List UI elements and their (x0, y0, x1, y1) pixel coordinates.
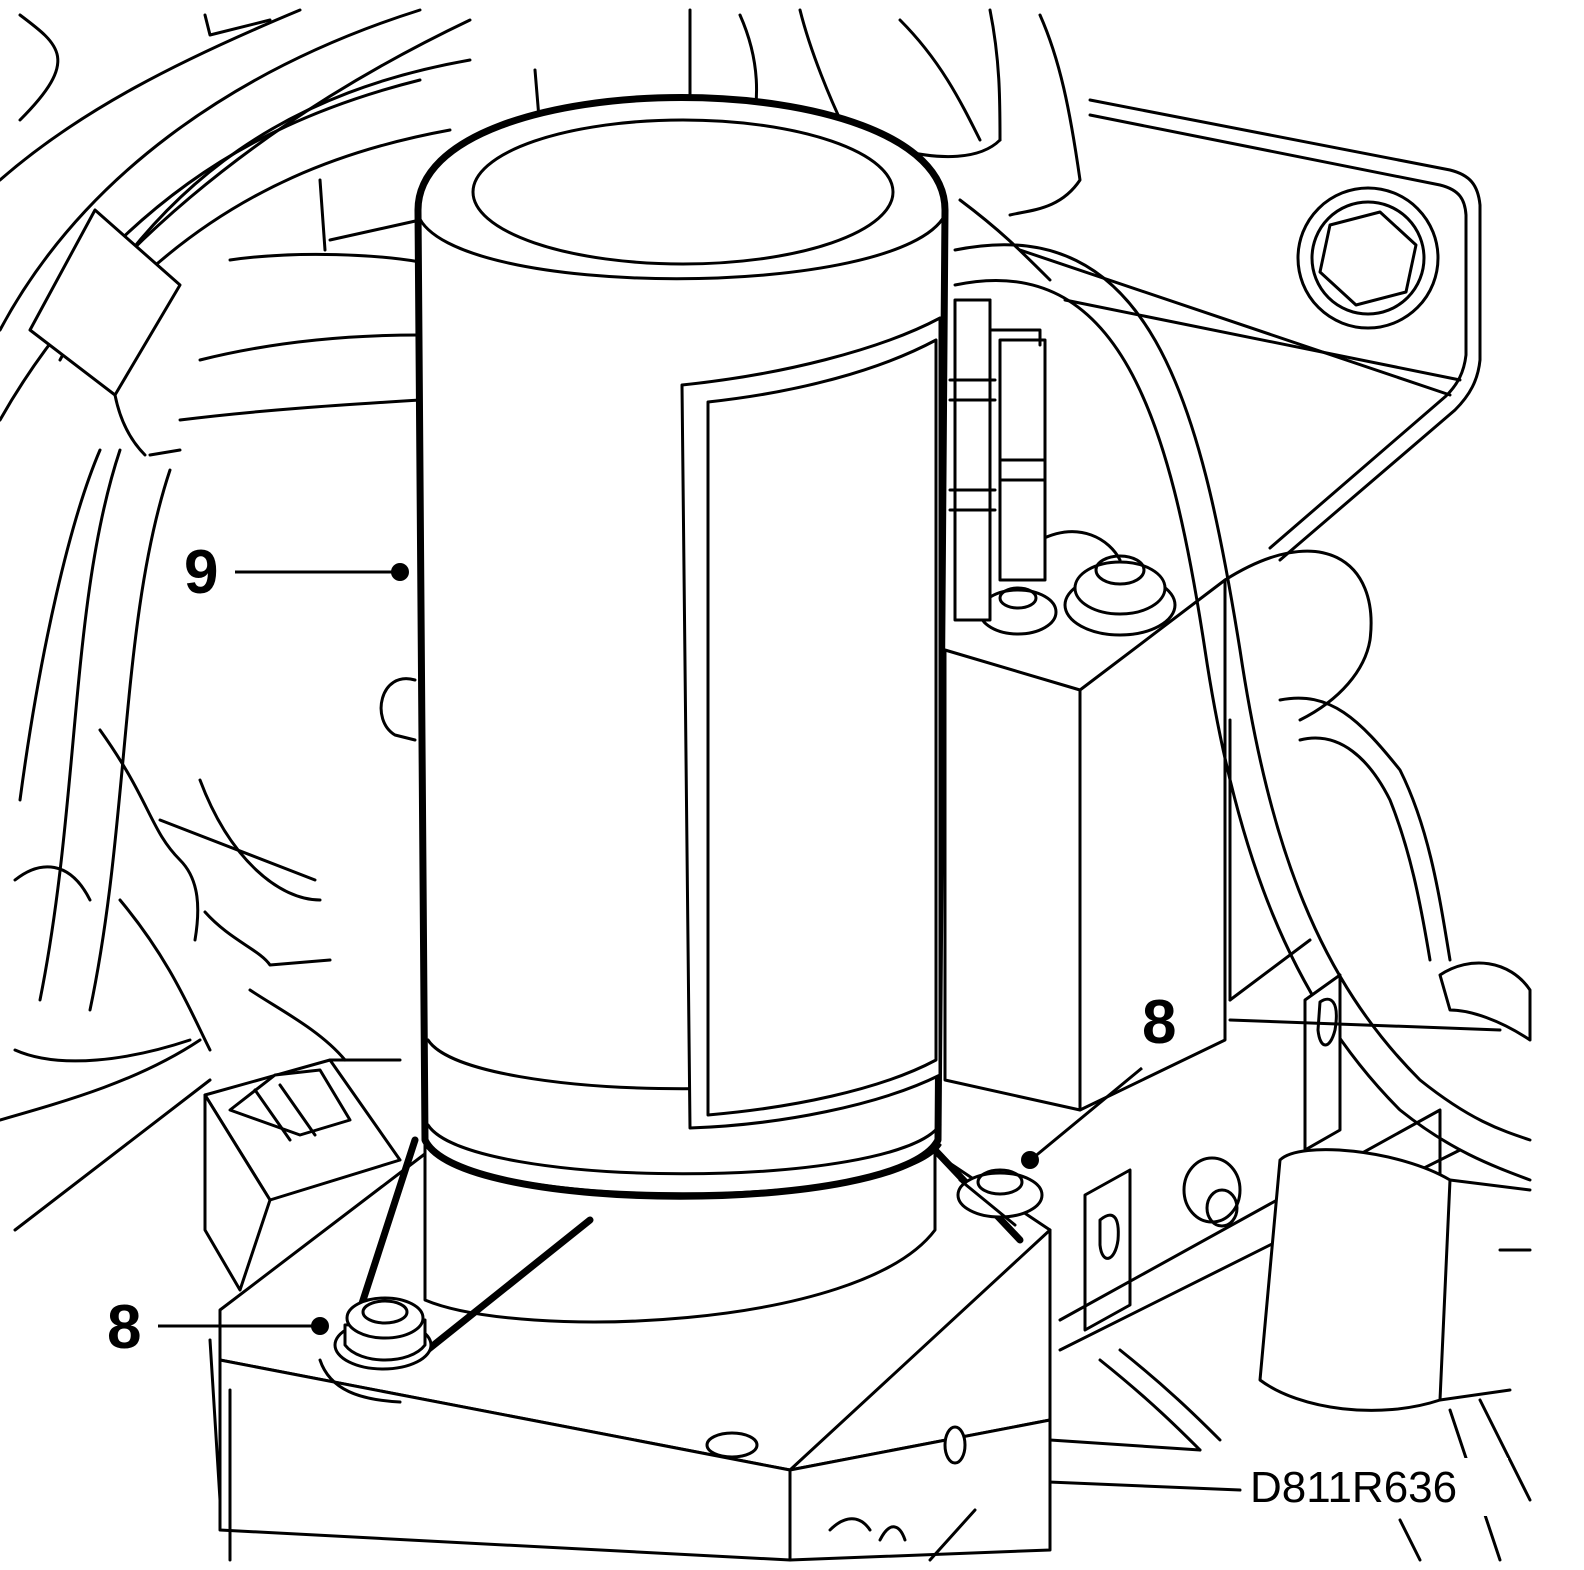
electrical-connector (203, 1058, 402, 1292)
pump-housing (943, 298, 1373, 1112)
callout-label-8-left: 8 (107, 1293, 141, 1362)
mounting-nut-right (956, 1168, 1044, 1227)
callout-9-pointer-dot (391, 563, 409, 581)
callout-label-9: 9 (184, 538, 218, 607)
callout-9: 9 (184, 538, 409, 607)
return-hose (953, 243, 1532, 1182)
upper-pipes (203, 8, 1082, 282)
callout-label-8-right: 8 (1142, 988, 1176, 1057)
mounting-nut-left (333, 1296, 433, 1371)
background-hoses (0, 8, 472, 1232)
figure-ref-background (1246, 1458, 1508, 1516)
electric-motor (351, 94, 1024, 1364)
callout-8-left-pointer-dot (311, 1317, 329, 1335)
tab-brackets (1083, 938, 1502, 1332)
mounting-bracket (1018, 98, 1482, 562)
figure-reference-code: D811R636 (1250, 1463, 1457, 1512)
callout-8-left: 8 (107, 1293, 329, 1362)
callout-8-right: 8 (1021, 988, 1176, 1169)
callout-8-right-pointer-dot (1021, 1151, 1039, 1169)
hex-bolt (1296, 186, 1440, 330)
lower-right-parts (998, 1108, 1532, 1562)
